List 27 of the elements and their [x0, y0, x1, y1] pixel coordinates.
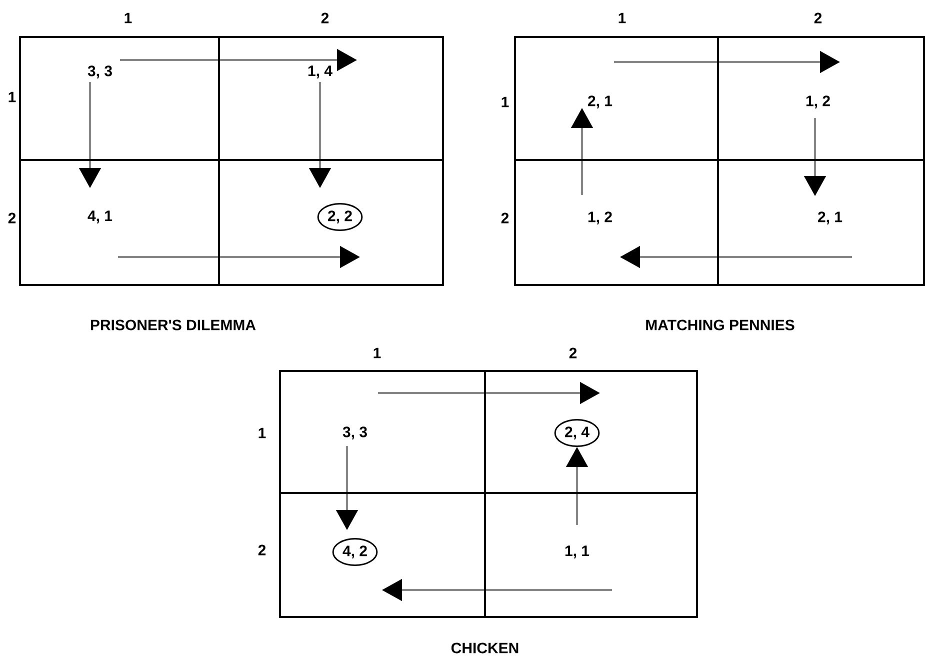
circled-payoff: 2, 2	[317, 202, 363, 232]
payoff: 1, 2	[806, 96, 830, 108]
column-number: 2	[569, 348, 577, 358]
payoff: 1, 2	[588, 212, 612, 224]
column-number: 2	[814, 12, 822, 24]
payoff: 2, 1	[588, 96, 612, 108]
column-number: 2	[321, 12, 329, 24]
row-number: 1	[258, 428, 266, 438]
matrix-title: CHICKEN	[451, 642, 518, 654]
row-number: 1	[8, 92, 16, 102]
circled-payoff: 2, 4	[554, 418, 600, 448]
column-number: 1	[124, 12, 132, 24]
row-number: 2	[8, 212, 16, 224]
payoff: 2, 1	[818, 212, 842, 224]
column-number: 1	[374, 348, 381, 358]
payoff: 1, 4	[308, 66, 332, 78]
circled-payoff: 4, 2	[332, 538, 378, 566]
matrix-title: PRISONER'S DILEMMA	[90, 320, 256, 330]
matrix-title: MATCHING PENNIES	[646, 320, 794, 330]
payoff: 4, 1	[88, 210, 112, 224]
row-number: 2	[501, 212, 509, 224]
row-number: 1	[502, 96, 509, 108]
payoff: 3, 3	[342, 426, 367, 440]
column-number: 1	[618, 12, 626, 24]
payoff: 1, 1	[565, 546, 590, 558]
payoff: 3, 3	[88, 66, 112, 78]
row-number: 2	[258, 544, 266, 556]
